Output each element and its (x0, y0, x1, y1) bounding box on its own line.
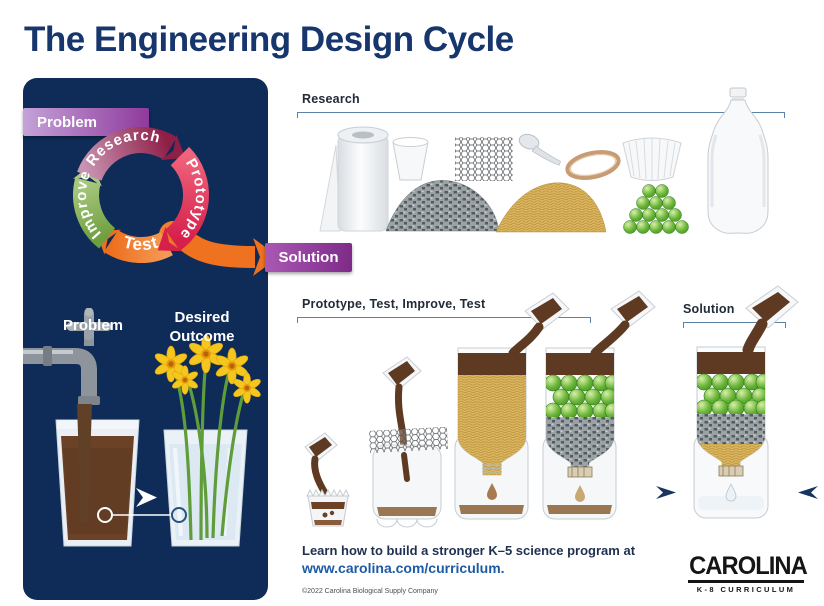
plastic-cup-icon (392, 137, 429, 181)
cycle-test-label: Test (121, 232, 159, 254)
logo-rule (688, 580, 804, 583)
arrow-right-icon (136, 488, 157, 507)
filter-cloth-band (567, 466, 593, 478)
solution-heading: Solution (683, 302, 735, 316)
pointer-arrow-left-icon (656, 486, 676, 499)
sediment (459, 505, 524, 514)
research-bracket (297, 112, 785, 118)
footer-url-link[interactable]: www.carolina.com/curriculum. (302, 560, 505, 576)
copyright-text: ©2022 Carolina Biological Supply Company (302, 588, 438, 595)
problem-caption: Problem (62, 317, 123, 334)
desired-outcome-caption: Desired Outcome (169, 309, 235, 345)
svg-text:Test: Test (121, 232, 160, 254)
prototype-arrow (157, 146, 209, 252)
pouring-cup-icon (524, 292, 570, 330)
pointer-arrow-right-icon (798, 486, 818, 499)
faucet-icon (23, 308, 112, 405)
research-arrow (77, 127, 186, 182)
logo-brand-text: CAROLINA (689, 552, 808, 580)
prototype-mesh-filter (369, 356, 449, 528)
pouring-cup-icon (742, 285, 799, 356)
pouring-cup-icon (304, 432, 338, 497)
design-cycle-diagram: Research Prototype Test Improve (72, 127, 279, 276)
prototype-heading: Prototype, Test, Improve, Test (302, 297, 486, 311)
problem-box: Problem (23, 108, 149, 136)
solution-box: Solution (265, 243, 352, 272)
sediment (547, 505, 612, 514)
prototype-bracket (297, 317, 591, 323)
sediment (377, 507, 437, 516)
coffee-filter-icon (622, 137, 682, 181)
droplet-icon (487, 483, 497, 500)
two-liter-bottle-icon (707, 87, 769, 234)
problem-outcome-illustration (23, 308, 263, 547)
clean-droplet-icon (725, 483, 737, 502)
coffee-filter-rim (306, 488, 350, 498)
spoon-icon (518, 133, 561, 166)
solution-illustration (656, 285, 818, 519)
gravel-icon (385, 180, 500, 232)
bottle-threads (482, 464, 502, 473)
filter-cloth-band (718, 465, 744, 477)
dirty-water-stream (77, 404, 92, 522)
prototype-illustrations (304, 290, 656, 528)
pouring-cup-icon (610, 290, 656, 328)
wire-mesh-icon (455, 137, 513, 181)
clean-water (698, 496, 764, 510)
dirty-water-glass (55, 419, 140, 547)
carolina-logo: CAROLINA K-8 CURRICULUM (686, 552, 808, 594)
zoom-circle-right (171, 507, 187, 523)
solution-bracket (683, 322, 786, 328)
solution-filter (656, 285, 818, 519)
problem-box-label: Problem (37, 113, 98, 131)
solution-box-label: Solution (278, 249, 339, 266)
wire-mesh-sheet (369, 426, 449, 453)
prototype-sand-filter (454, 292, 570, 520)
paper-towel-roll-icon (319, 126, 389, 232)
page-title: The Engineering Design Cycle (24, 20, 514, 59)
droplet-icon (575, 485, 585, 502)
prototype-cup-filter (304, 432, 350, 527)
prototype-marble-gravel-filter (542, 290, 656, 520)
sand-icon (495, 182, 607, 233)
rubber-band-icon (565, 150, 621, 180)
pouring-cup-icon (382, 356, 422, 390)
improve-arrow (72, 163, 116, 249)
research-materials (319, 87, 769, 234)
footer-text: Learn how to build a stronger K–5 scienc… (302, 543, 636, 558)
marbles-icon (623, 184, 689, 234)
sediment (314, 520, 342, 525)
left-panel: Research Prototype Test Improve Problem … (23, 78, 279, 600)
research-heading: Research (302, 92, 360, 106)
logo-tagline-text: K-8 CURRICULUM (696, 584, 796, 594)
